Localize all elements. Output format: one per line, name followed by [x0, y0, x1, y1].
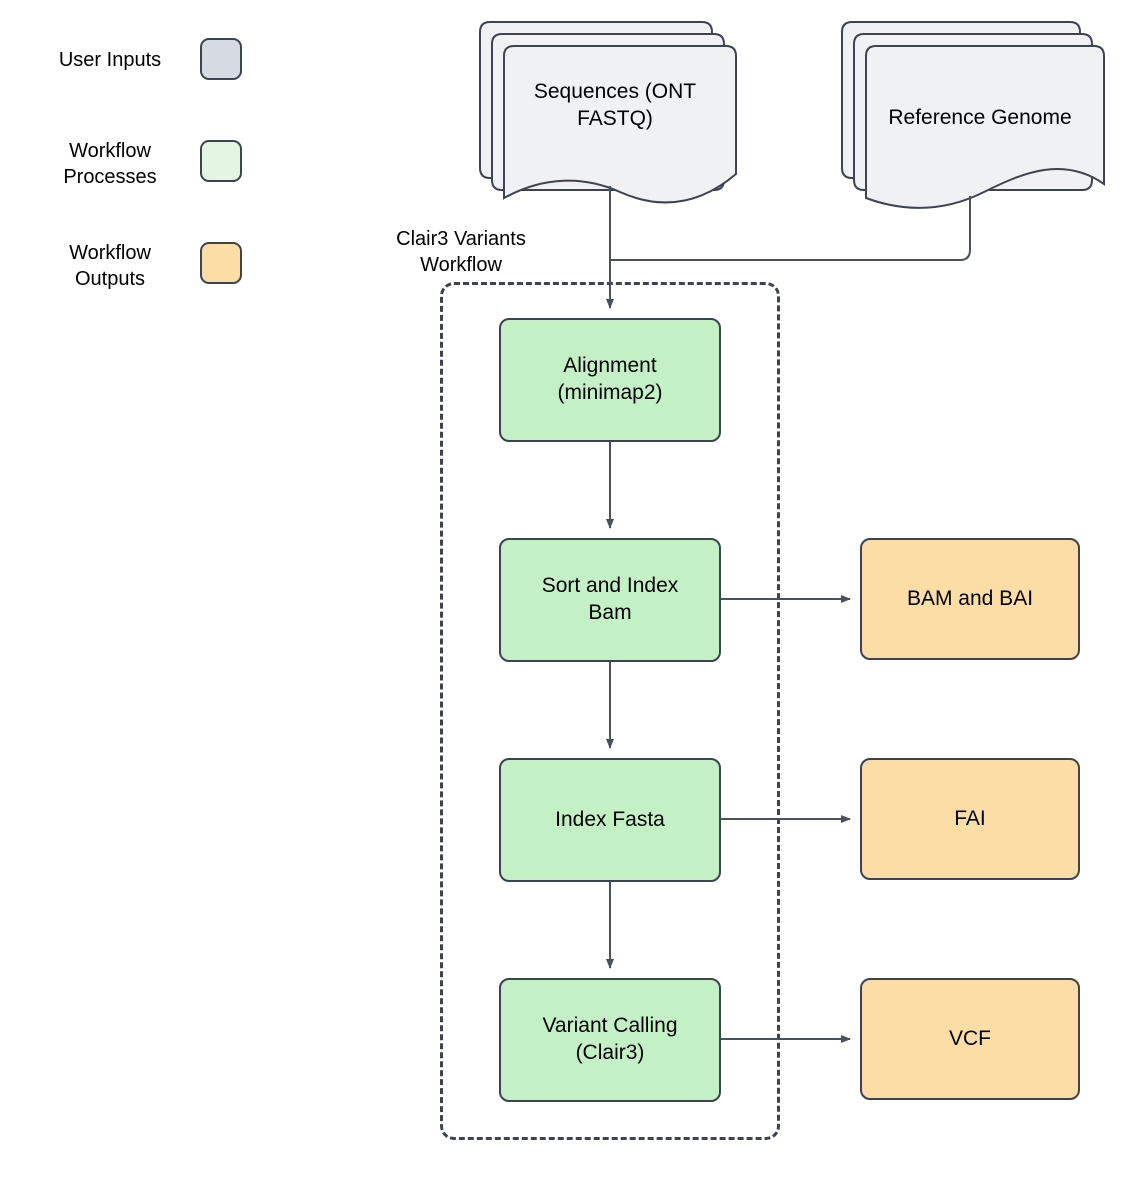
- legend-label-workflow-outputs: Workflow Outputs: [69, 242, 151, 290]
- legend-label-workflow-processes: Workflow Processes: [63, 140, 157, 188]
- process-node-alignment-minimap2[interactable]: Alignment (minimap2): [499, 318, 721, 442]
- output-node-bam-and-bai[interactable]: BAM and BAI: [860, 538, 1080, 660]
- output-node-fai[interactable]: FAI: [860, 758, 1080, 880]
- legend-swatch-user-inputs: [200, 38, 242, 80]
- legend-swatch-workflow-outputs: [200, 242, 242, 284]
- workflow-group-title: Clair3 Variants Workflow: [396, 228, 526, 276]
- process-node-sort-and-index-bam[interactable]: Sort and Index Bam: [499, 538, 721, 662]
- legend-label-user-inputs: User Inputs: [58, 49, 162, 71]
- legend-swatch-workflow-processes: [200, 140, 242, 182]
- input-node-sequences-ont-fastq[interactable]: [470, 20, 740, 210]
- process-node-variant-calling-clair3[interactable]: Variant Calling (Clair3): [499, 978, 721, 1102]
- process-node-index-fasta[interactable]: Index Fasta: [499, 758, 721, 882]
- input-node-reference-genome[interactable]: [832, 20, 1112, 220]
- output-node-vcf[interactable]: VCF: [860, 978, 1080, 1100]
